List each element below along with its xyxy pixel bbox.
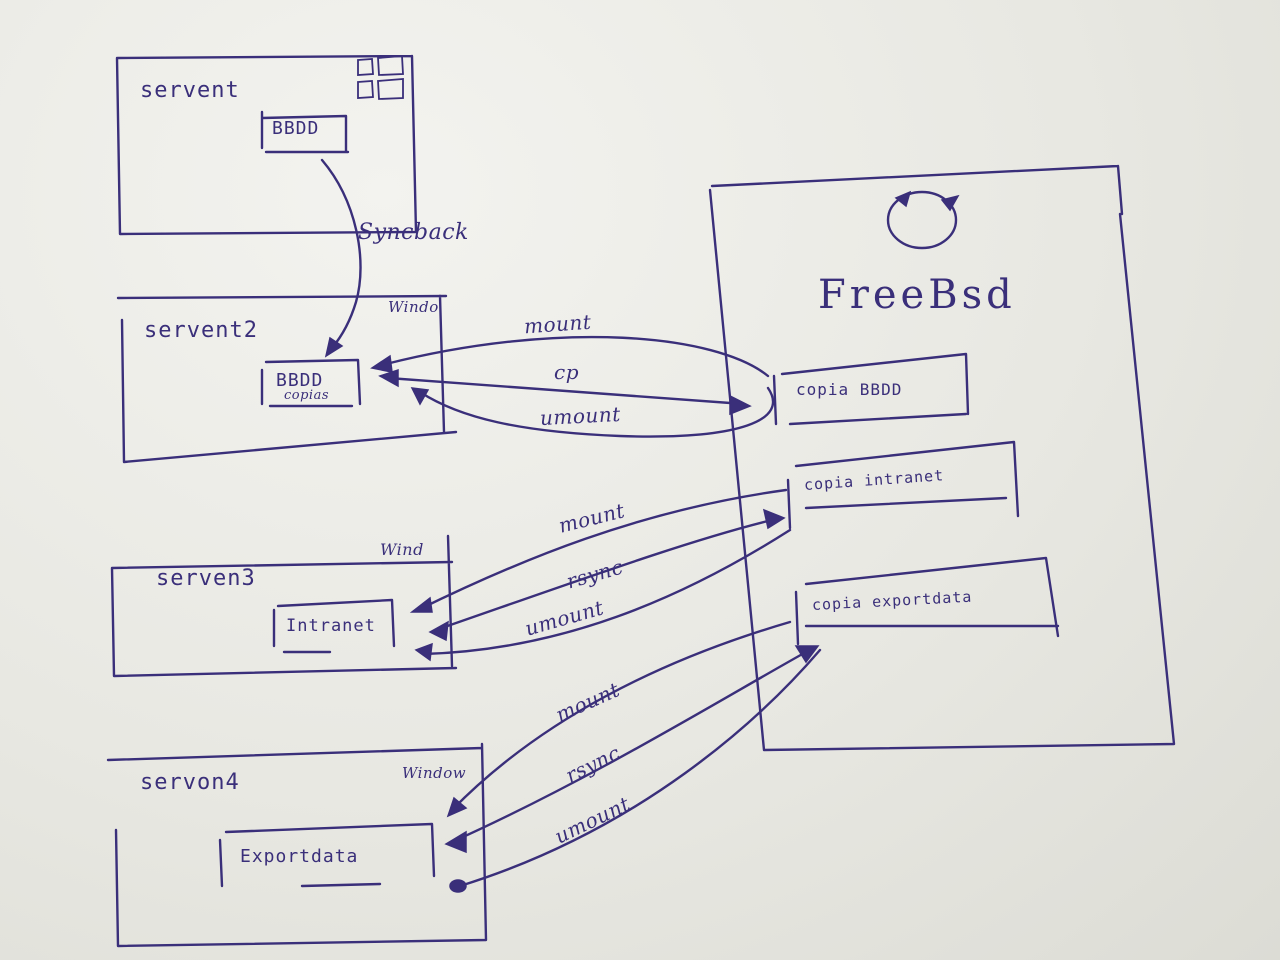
server3-db-label: Intranet: [286, 616, 376, 636]
server4-db-label: Exportdata: [240, 846, 359, 867]
s2-mount-label: mount: [523, 309, 593, 339]
server1-label: servent: [140, 78, 240, 103]
s4-rsync-arrow: [450, 650, 808, 844]
copia-bbdd-label: copia BBDD: [796, 380, 903, 399]
s2-cp-arrow: [386, 376, 746, 406]
s4-umount-arrow: [458, 648, 822, 888]
server3-label: serven3: [156, 566, 256, 591]
server4-db-box: [218, 822, 436, 888]
s3-umount-arrow: [422, 528, 792, 656]
server3-box: [110, 534, 458, 678]
server2-label: servent2: [144, 318, 258, 343]
s2-mount-arrow: [384, 335, 770, 378]
server2-os-label: Windo: [388, 298, 439, 316]
s2-cp-label: cp: [554, 360, 580, 384]
server4-box: [106, 742, 488, 948]
copia-exportdata-box: [794, 556, 1060, 646]
copia-bbdd-box: [772, 352, 970, 426]
s4-mount-arrow: [450, 620, 792, 812]
copia-intranet-box: [786, 440, 1020, 530]
server1-db-label: BBDD: [272, 118, 320, 139]
server3-os-label: Wind: [380, 540, 424, 559]
s2-umount-label: umount: [539, 401, 622, 431]
server2-db-sub: copias: [284, 388, 330, 403]
server1-box: [115, 54, 418, 236]
freebsd-daemon-icon: [886, 190, 960, 250]
s3-rsync-arrow: [434, 518, 774, 632]
server2-box: [116, 294, 458, 464]
syncback-arrow: [320, 158, 362, 350]
server2-db-label: BBDD: [276, 370, 324, 391]
windows-logo-icon: [357, 55, 404, 100]
server4-label: servon4: [140, 770, 240, 795]
server2-db-box: [260, 358, 362, 408]
s2-umount-arrow: [418, 386, 775, 438]
freebsd-title: FreeBsd: [818, 272, 1016, 318]
server1-db-box: [260, 110, 350, 154]
freebsd-box: [708, 164, 1176, 752]
s3-mount-arrow: [416, 488, 788, 612]
server4-os-label: Window: [402, 764, 467, 782]
server3-db-box: [272, 598, 396, 654]
syncback-label: Syncback: [358, 220, 469, 245]
